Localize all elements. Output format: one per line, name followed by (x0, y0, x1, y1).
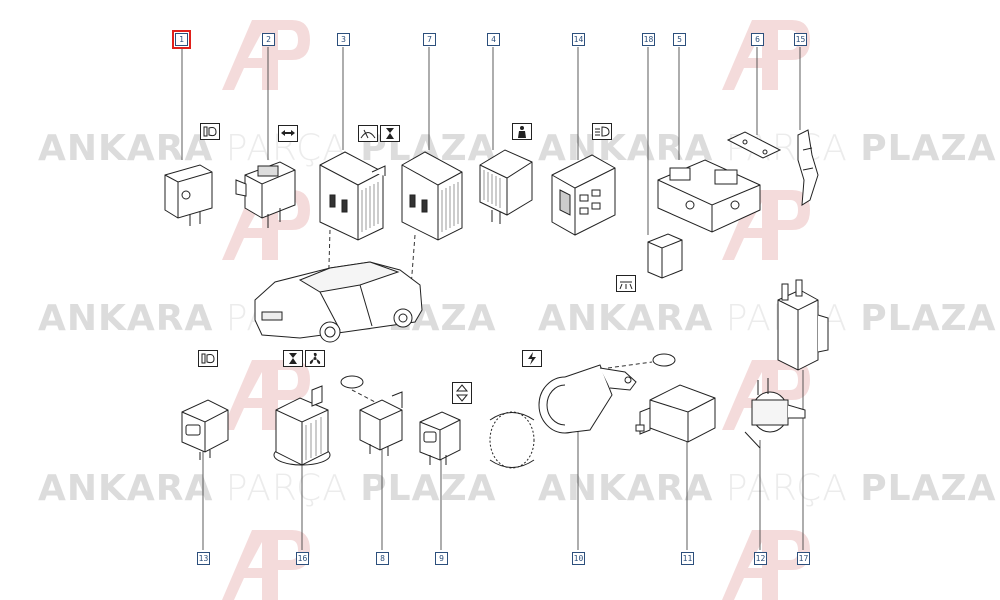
callout-4[interactable]: 4 (487, 33, 500, 46)
direction-indicator-icon (278, 125, 298, 142)
seatbelt-icon (512, 123, 532, 140)
part-8-relay (359, 391, 403, 456)
part-9-relay (419, 411, 461, 465)
part-6-plate (726, 131, 782, 159)
watermark-text: ANKARA PARÇA PLAZA (38, 468, 497, 509)
part-3-relay (319, 151, 386, 241)
part-12-solenoid (744, 378, 806, 449)
timer-icon (380, 125, 400, 142)
headlamp-icon (200, 123, 220, 140)
watermark-row: ANKARA PARÇA PLAZA ANKARA PARÇA PLAZA (0, 468, 1000, 528)
interior-light-icon (616, 275, 636, 292)
callout-3[interactable]: 3 (337, 33, 350, 46)
callout-14[interactable]: 14 (572, 33, 585, 46)
callout-5[interactable]: 5 (673, 33, 686, 46)
up-down-icon (452, 382, 472, 404)
leader-lines (181, 47, 804, 550)
lamp-icon (652, 353, 676, 367)
part-11-relay (635, 384, 716, 443)
part-14-fuse-box (551, 154, 616, 236)
flash-icon (522, 350, 542, 367)
part-7-relay (401, 151, 463, 241)
watermark-text: ANKARA PARÇA PLAZA (538, 468, 997, 509)
timer-icon (283, 350, 303, 367)
callout-7[interactable]: 7 (423, 33, 436, 46)
lamp-icon (340, 375, 364, 389)
part-13-relay (181, 399, 229, 460)
callout-12[interactable]: 12 (754, 552, 767, 565)
callout-1[interactable]: 1 (172, 30, 191, 49)
callout-2[interactable]: 2 (262, 33, 275, 46)
part-15-bracket (797, 129, 819, 206)
callout-9[interactable]: 9 (435, 552, 448, 565)
part-10-socket (489, 364, 637, 469)
callout-18[interactable]: 18 (642, 33, 655, 46)
lamp-symbols (340, 353, 676, 389)
callout-16[interactable]: 16 (296, 552, 309, 565)
part-1-relay (164, 164, 213, 226)
callout-8[interactable]: 8 (376, 552, 389, 565)
callout-10[interactable]: 10 (572, 552, 585, 565)
callout-15[interactable]: 15 (794, 33, 807, 46)
part-4-module (479, 149, 533, 224)
callout-11[interactable]: 11 (681, 552, 694, 565)
callout-17[interactable]: 17 (797, 552, 810, 565)
wiper-icon (358, 125, 378, 142)
part-2-flasher (235, 161, 296, 228)
part-18-relay (647, 233, 683, 279)
callout-13[interactable]: 13 (197, 552, 210, 565)
fog-lamp-icon (592, 123, 612, 140)
part-16-relay (273, 385, 331, 466)
car-silhouette (254, 261, 423, 343)
callout-6[interactable]: 6 (751, 33, 764, 46)
fan-icon (305, 350, 325, 367)
headlamp-icon (198, 350, 218, 367)
part-17-relay (777, 279, 829, 371)
part-5-bracket (657, 159, 761, 233)
